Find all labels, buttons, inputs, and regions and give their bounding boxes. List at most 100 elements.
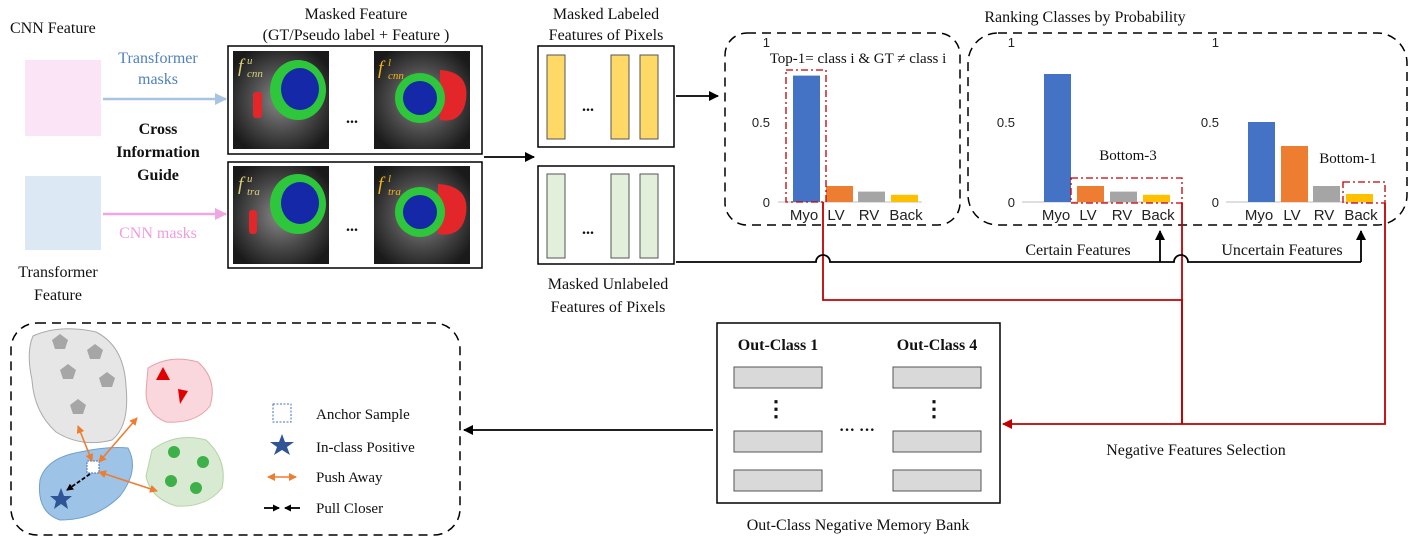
memory-hdots: ··· ···	[839, 422, 875, 439]
top1-annotation: Top-1= class i & GT ≠ class i	[770, 51, 947, 67]
green-circle	[168, 446, 180, 458]
memory-slot	[733, 430, 823, 453]
contrastive-panel	[10, 322, 461, 536]
green-circle	[197, 456, 209, 468]
category-label: Myo	[1245, 207, 1273, 224]
svg-text:f: f	[378, 58, 386, 79]
legend-anchor-label: Anchor Sample	[316, 407, 410, 423]
gray-pentagon	[70, 399, 86, 414]
in-class-positive-star	[50, 488, 72, 509]
memory-slot	[892, 366, 982, 389]
y-tick-label: 1	[1008, 35, 1015, 50]
category-label: Back	[1344, 207, 1378, 224]
y-tick-label: 1	[763, 35, 770, 50]
category-label: Back	[1141, 207, 1175, 224]
transformer-feature-box	[25, 176, 101, 250]
push-away-arrow	[98, 470, 158, 493]
ranking-chart-group	[967, 32, 1408, 226]
green-circle	[190, 482, 202, 494]
cnn-feature-box	[25, 60, 101, 136]
masked-unlabeled-title-2: Features of Pixels	[551, 299, 666, 316]
bar-myo	[1248, 122, 1275, 202]
cross-guide-label-1: Cross	[139, 121, 178, 138]
y-tick-label: 0	[1212, 195, 1219, 210]
masked-feature-title-2: (GT/Pseudo label + Feature )	[263, 27, 450, 44]
svg-text:l: l	[388, 57, 391, 69]
transformer-masks-label-2: masks	[138, 71, 178, 88]
labeled-feature-bar	[639, 54, 659, 140]
red-triangle	[178, 389, 188, 404]
unlabeled-feature-bar	[639, 173, 659, 259]
f-tra-u-symbol: f u tra	[238, 173, 260, 198]
f-tra-l-symbol: f l tra	[378, 173, 401, 198]
legend-push-label: Push Away	[316, 470, 383, 486]
legend-anchor-icon	[272, 403, 292, 423]
category-label: LV	[1283, 207, 1300, 224]
bar-rv	[858, 191, 885, 202]
push-away-arrow	[98, 417, 138, 463]
mri-cnn-unlabeled	[233, 51, 329, 149]
svg-text:u: u	[247, 55, 253, 67]
cross-guide-label-2: Information	[116, 144, 200, 161]
blue-cluster	[38, 447, 133, 521]
unlabeled-feature-bar	[610, 173, 630, 259]
bar-rv	[1110, 191, 1137, 202]
bottom3-highlight-box	[1070, 177, 1183, 204]
unlabeled-route-line	[676, 254, 1361, 263]
y-tick-label: 0	[1008, 195, 1015, 210]
bottom1-highlight-box	[1342, 181, 1386, 204]
anchor-sample	[86, 460, 100, 474]
cnn-masks-label: CNN masks	[119, 225, 197, 242]
svg-text:l: l	[388, 173, 391, 185]
svg-text:f: f	[238, 174, 246, 195]
category-label: RV	[1314, 207, 1335, 224]
mri-cnn-labeled	[374, 51, 470, 149]
ranking-title: Ranking Classes by Probability	[984, 9, 1185, 26]
bottom1-annotation: Bottom-1	[1319, 151, 1377, 167]
memory-bank-title: Out-Class Negative Memory Bank	[747, 517, 970, 534]
red-triangle	[156, 367, 170, 380]
top1-highlight-box	[785, 69, 827, 203]
pull-closer-arrow	[66, 473, 91, 491]
certain-features-label: Certain Features	[1025, 242, 1130, 259]
svg-text:cnn: cnn	[388, 70, 404, 82]
out-class-1-label: Out-Class 1	[738, 337, 818, 354]
labeled-feature-bar	[546, 54, 566, 140]
labeled-feature-bar	[610, 54, 630, 140]
bar-myo	[793, 75, 820, 202]
gray-pentagon	[99, 372, 115, 387]
gray-pentagon	[87, 344, 103, 359]
masked-feature-title-1: Masked Feature	[305, 6, 408, 23]
category-label: RV	[859, 207, 880, 224]
bar-myo	[1044, 74, 1071, 202]
category-label: Myo	[790, 207, 818, 224]
svg-text:tra: tra	[247, 186, 260, 198]
bottom3-annotation: Bottom-3	[1099, 148, 1157, 164]
y-tick-label: 0	[763, 195, 770, 210]
bar-lv	[1077, 186, 1104, 202]
category-label: Back	[889, 207, 923, 224]
svg-text:u: u	[247, 173, 253, 185]
y-tick-label: 1	[1212, 35, 1219, 50]
labeled-ellipsis: ...	[582, 98, 594, 115]
transformer-feature-label-2: Feature	[34, 287, 82, 304]
gray-pentagon	[60, 364, 76, 379]
svg-text:cnn: cnn	[247, 68, 263, 80]
memory-slot	[733, 366, 823, 389]
memory-vdots-1: ⋮	[765, 396, 787, 421]
y-tick-label: 0.5	[752, 115, 770, 130]
legend-positive-label: In-class Positive	[316, 440, 415, 456]
panel-ellipsis-2: ...	[346, 218, 358, 235]
legend-star-icon	[270, 434, 294, 455]
bar-back	[1143, 194, 1170, 202]
bar-lv	[1281, 146, 1308, 202]
memory-slot	[733, 469, 823, 492]
y-tick-label: 0.5	[997, 115, 1015, 130]
category-label: Myo	[1042, 207, 1070, 224]
negative-selection-arrow	[1002, 203, 1386, 429]
memory-slot	[892, 430, 982, 453]
